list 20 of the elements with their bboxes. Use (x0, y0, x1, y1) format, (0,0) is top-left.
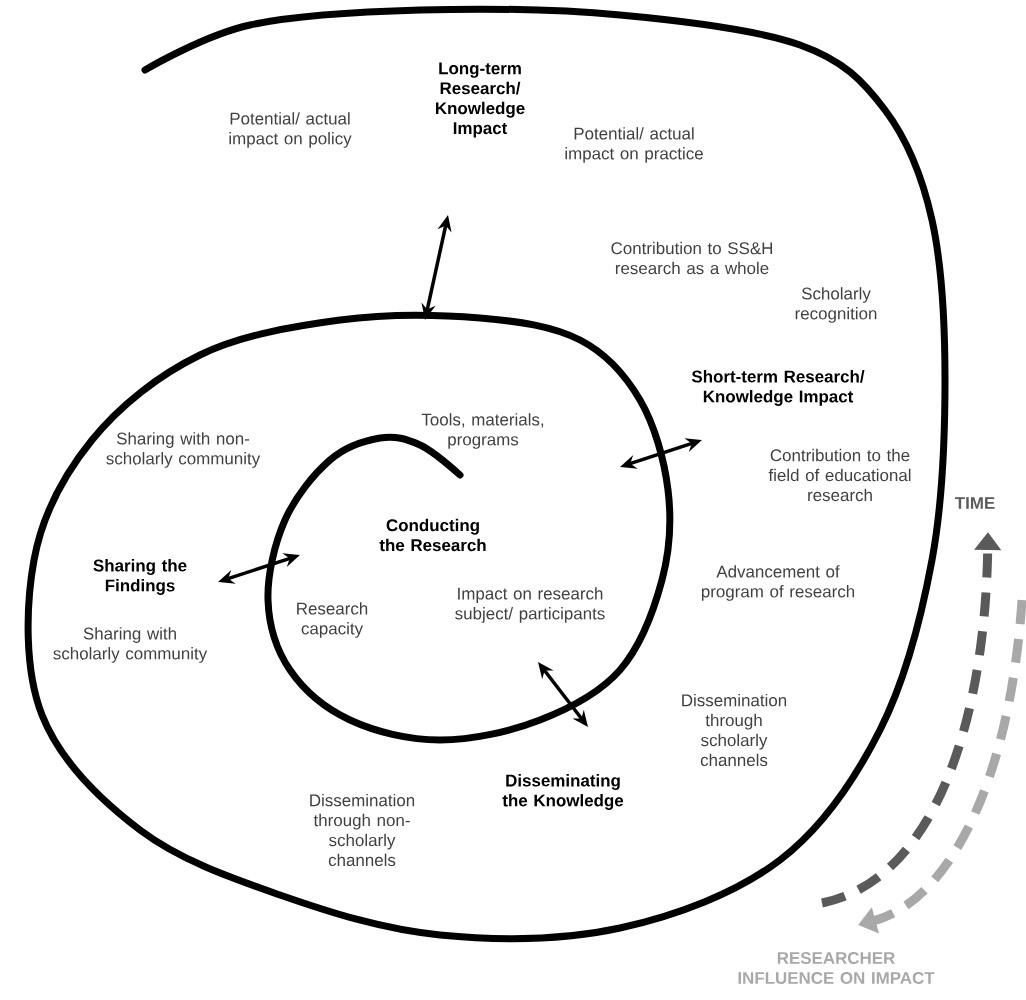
impact-label: Potential/ actual impact on practice (565, 127, 703, 163)
impact-label: Tools, materials, programs (421, 413, 544, 449)
impact-label: Potential/ actual impact on policy (229, 112, 352, 148)
stage-heading: Short-term Research/ Knowledge Impact (691, 370, 865, 406)
impact-label: Contribution to SS&H research as a whole (611, 241, 772, 275)
axis-label: TIME (954, 497, 995, 509)
impact-label: Dissemination through non-scholarly channels (310, 793, 415, 867)
stage-heading: Sharing the Findings (93, 559, 187, 595)
impact-label: Advancement of program of research (701, 565, 855, 601)
stage-heading: Conducting the Research (379, 518, 486, 552)
impact-label: Dissemination through scholarly channels (682, 693, 787, 767)
impact-label: Sharing with scholarly community (53, 627, 208, 663)
impact-label: Impact on research subject/ participants (455, 587, 605, 623)
impact-label: Contribution to the field of educational research (768, 448, 911, 502)
impact-label: Scholarly recognition (795, 287, 877, 323)
impact-label: Sharing with non-scholarly community (106, 432, 261, 468)
stage-heading: Long-term Research/ Knowledge Impact (436, 62, 525, 138)
stage-heading: Disseminating the Knowledge (502, 774, 624, 810)
impact-label: Research capacity (297, 602, 368, 638)
axis-label: RESEARCHER INFLUENCE ON IMPACT (738, 952, 935, 984)
